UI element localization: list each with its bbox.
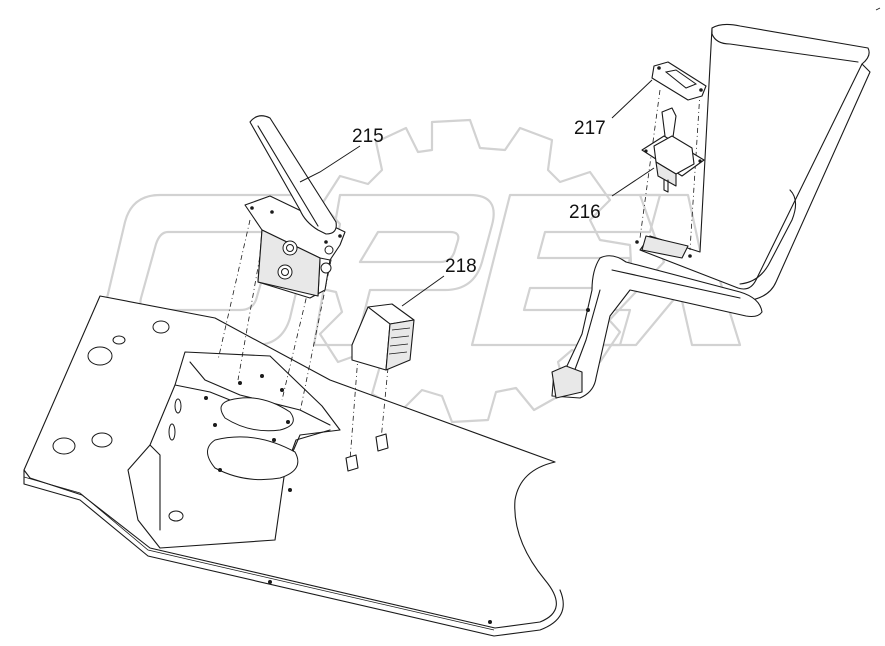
- floor-oval-opening-lower: [207, 436, 299, 481]
- clip: [345, 454, 359, 472]
- bracket-foot: [551, 365, 583, 399]
- clip: [375, 433, 389, 452]
- floor-slot: [174, 398, 182, 414]
- floor-mount-points: [204, 374, 492, 624]
- floor-panel: [23, 295, 564, 637]
- floor-slot: [168, 423, 176, 441]
- part-218-block: 218: [345, 256, 477, 472]
- floor-hole: [52, 437, 76, 455]
- switch-cutout: [641, 235, 689, 259]
- pedal-arm: [249, 115, 337, 235]
- right-panel-plate: [639, 23, 870, 290]
- floor-hole: [168, 510, 184, 522]
- floor-hole: [91, 432, 113, 448]
- part-215-pedal: 215: [217, 115, 384, 413]
- floor-front-lip: [23, 469, 564, 637]
- floor-hole: [152, 320, 170, 334]
- right-panel: [551, 23, 871, 399]
- floor-hole: [87, 346, 113, 366]
- part-217-cover: 217: [574, 61, 707, 251]
- corner-mark: [875, 7, 881, 11]
- callout-217: 217: [574, 118, 606, 139]
- callout-215: 215: [352, 126, 384, 147]
- floor-hole: [112, 335, 126, 345]
- floor-oval-opening: [220, 397, 294, 432]
- watermark-letter-p: [312, 193, 495, 347]
- callout-218: 218: [445, 256, 477, 277]
- part-216-switch: 216: [569, 107, 705, 259]
- callout-216: 216: [569, 202, 601, 223]
- pedal-base-side: [257, 229, 321, 297]
- pedal-fitting: [320, 262, 332, 274]
